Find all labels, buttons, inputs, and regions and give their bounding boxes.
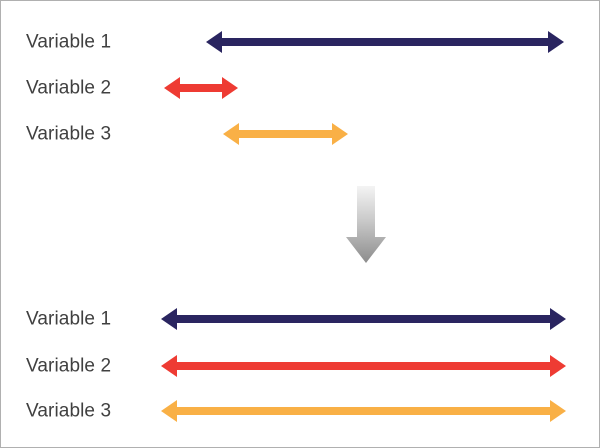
bottom-row-1-label: Variable 1 — [26, 308, 112, 330]
bottom-row-2-label: Variable 2 — [26, 355, 112, 377]
top-row-3-label: Variable 3 — [26, 123, 112, 145]
top-row-1-label: Variable 1 — [26, 31, 112, 53]
bottom-row-3-label: Variable 3 — [26, 400, 112, 422]
top-row-2-label: Variable 2 — [26, 77, 112, 99]
